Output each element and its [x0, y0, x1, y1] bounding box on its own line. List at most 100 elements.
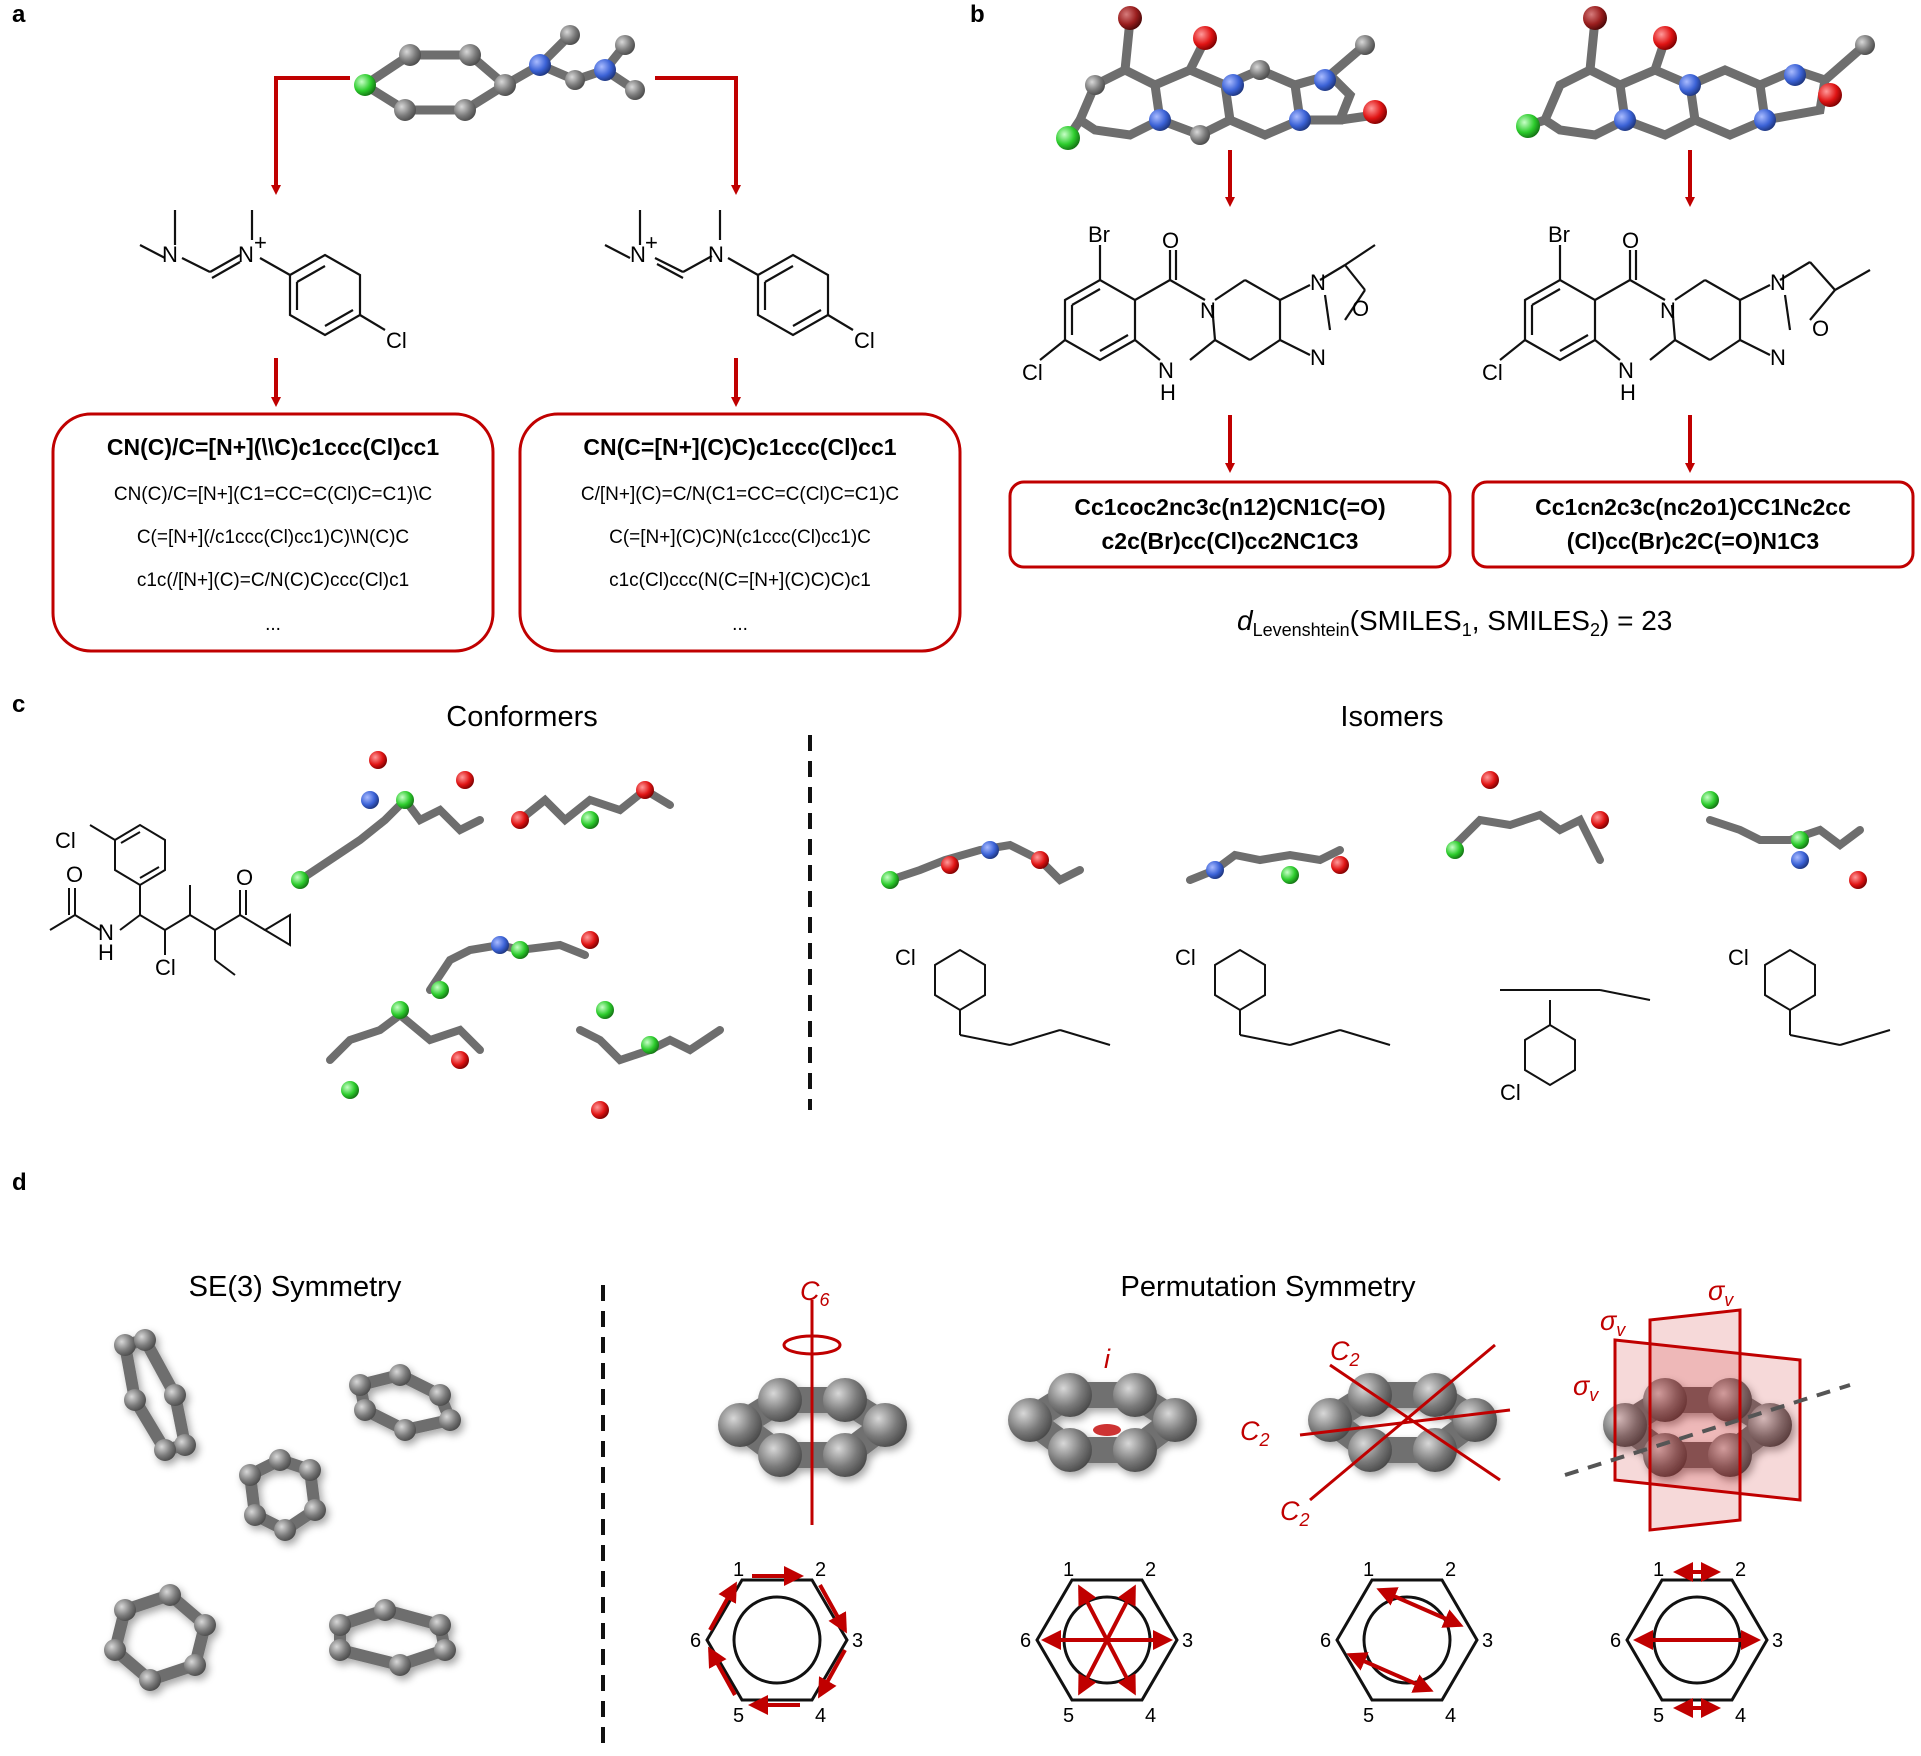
panel-label-d: d: [12, 1169, 27, 1196]
atom-h-c-ref: H: [98, 940, 114, 965]
atom-o2-b-right: O: [1812, 316, 1829, 341]
smiles-a-left-alt-3: c1c(/[N+](C)=C/N(C)C)ccc(Cl)c1: [137, 570, 409, 591]
svg-text:4: 4: [815, 1705, 826, 1727]
atom-cl-iso-1: Cl: [895, 945, 916, 970]
isomer-2d-group: [934, 948, 1891, 1087]
c2-axes: [1299, 1343, 1511, 1502]
perm-rings-3d: [718, 1373, 1792, 1477]
atom-n3-b-left: N: [1310, 270, 1326, 295]
molecule-3d-a: [354, 25, 645, 121]
smiles-box-a-left: [51, 412, 495, 653]
arrow-a-right: [655, 76, 741, 195]
atom-o-c-ref: O: [66, 862, 83, 887]
svg-text:3: 3: [852, 1630, 863, 1652]
structure-2d-b-right: [1499, 245, 1871, 362]
atom-n4-b-right: N: [1770, 345, 1786, 370]
smiles-a-right-ellipsis: ...: [732, 614, 748, 635]
atom-n3-b-right: N: [1770, 270, 1786, 295]
atom-o2-b-left: O: [1352, 296, 1369, 321]
se3-symmetry-title: SE(3) Symmetry: [189, 1271, 402, 1303]
atom-cl-c-ref: Cl: [55, 828, 76, 853]
svg-text:2: 2: [815, 1559, 826, 1581]
atom-nplus-a-left: N: [238, 242, 254, 267]
label-sigma-3: σv: [1573, 1371, 1599, 1405]
svg-text:3: 3: [1772, 1630, 1783, 1652]
svg-text:2: 2: [1445, 1559, 1456, 1581]
atom-cl2-c-ref: Cl: [155, 955, 176, 980]
atom-cl-b-right: Cl: [1482, 360, 1503, 385]
label-sigma-2: σv: [1708, 1276, 1734, 1310]
structure-2d-b-left: [1039, 244, 1376, 362]
sigma-axis-1: [1564, 1383, 1851, 1477]
svg-text:5: 5: [733, 1705, 744, 1727]
arrow-a-left: [271, 76, 350, 195]
levenshtein-distance: dLevenshtein(SMILES1, SMILES2) = 23: [1237, 605, 1672, 640]
smiles-b-left-line-1: Cc1coc2nc3c(n12)CN1C(=O): [1074, 494, 1385, 520]
perm-hexagons-2d: [705, 1578, 1769, 1702]
svg-text:6: 6: [690, 1630, 701, 1652]
svg-text:1: 1: [1653, 1559, 1664, 1581]
smiles-a-left-alt-2: C(=[N+](/c1ccc(Cl)cc1)C)\N(C)C: [137, 527, 409, 548]
svg-text:2: 2: [1735, 1559, 1746, 1581]
atom-o2-c-ref: O: [236, 865, 253, 890]
panel-label-b: b: [970, 1, 985, 28]
svg-text:1: 1: [1063, 1559, 1074, 1581]
se3-rings: [104, 1329, 461, 1691]
atom-nplus-a-right: N: [630, 242, 646, 267]
smiles-a-right-alt-1: C/[N+](C)=C/N(C1=CC=C(Cl)C=C1)C: [581, 484, 899, 505]
atom-br-b-right: Br: [1548, 222, 1570, 247]
svg-text:6: 6: [1020, 1630, 1031, 1652]
smiles-box-b-right: [1471, 480, 1915, 569]
smiles-a-left-alt-1: CN(C)/C=[N+](C1=CC=C(Cl)C=C1)\C: [114, 484, 432, 505]
svg-text:3: 3: [1482, 1630, 1493, 1652]
panel-label-a: a: [12, 1, 26, 28]
inversion-center: [1093, 1424, 1121, 1436]
svg-text:3: 3: [1182, 1630, 1193, 1652]
permutation-symmetry-title: Permutation Symmetry: [1121, 1271, 1416, 1303]
molecule-3d-b-left: [1056, 6, 1387, 150]
atom-br-b-left: Br: [1088, 222, 1110, 247]
atom-n-a-left: N: [162, 242, 178, 267]
atom-n4-b-left: N: [1310, 345, 1326, 370]
smiles-a-right-alt-3: c1c(Cl)ccc(N(C=[N+](C)C)C)c1: [609, 570, 871, 591]
svg-text:6: 6: [1320, 1630, 1331, 1652]
panel-label-c: c: [12, 691, 25, 718]
atom-o-b-right: O: [1622, 228, 1639, 253]
label-sigma-1: σv: [1600, 1306, 1626, 1340]
atom-o-b-left: O: [1162, 228, 1179, 253]
svg-text:4: 4: [1145, 1705, 1156, 1727]
smiles-a-left-main: CN(C)/C=[N+](\\C)c1ccc(Cl)cc1: [107, 434, 440, 460]
atom-cl-a-left: Cl: [386, 328, 407, 353]
smiles-box-a-right: [518, 412, 962, 653]
atom-n-a-right: N: [708, 242, 724, 267]
structure-2d-c-ref: [49, 823, 291, 976]
smiles-box-b-left: [1008, 480, 1452, 569]
atom-n1-b-left: N: [1200, 298, 1216, 323]
conformers-title: Conformers: [446, 701, 598, 733]
smiles-a-left-ellipsis: ...: [265, 614, 281, 635]
c6-axis: [782, 1300, 842, 1525]
structure-2d-a-right: [604, 210, 854, 337]
atom-n-c-ref: N: [98, 920, 114, 945]
svg-text:6: 6: [1610, 1630, 1621, 1652]
label-i: i: [1104, 1344, 1111, 1374]
conformer-3d-group: [291, 751, 724, 1119]
atom-n1-b-right: N: [1660, 298, 1676, 323]
molecule-3d-b-right: [1516, 6, 1875, 140]
isomers-title: Isomers: [1340, 701, 1443, 733]
smiles-b-right-line-2: (Cl)cc(Br)c2C(=O)N1C3: [1567, 528, 1819, 554]
structure-2d-a-left: [139, 210, 386, 337]
atom-n2-b-right: N: [1618, 358, 1634, 383]
atom-cl-b-left: Cl: [1022, 360, 1043, 385]
atom-h-b-left: H: [1160, 380, 1176, 405]
svg-text:1: 1: [733, 1559, 744, 1581]
svg-text:5: 5: [1653, 1705, 1664, 1727]
smiles-b-left-line-2: c2c(Br)cc(Cl)cc2NC1C3: [1102, 528, 1359, 554]
label-c2-top: C2: [1330, 1336, 1360, 1370]
label-c2-left: C2: [1240, 1416, 1270, 1450]
atom-h-b-right: H: [1620, 380, 1636, 405]
atom-cl-iso-3: Cl: [1500, 1080, 1521, 1105]
perm-arrows: [708, 1562, 1761, 1718]
